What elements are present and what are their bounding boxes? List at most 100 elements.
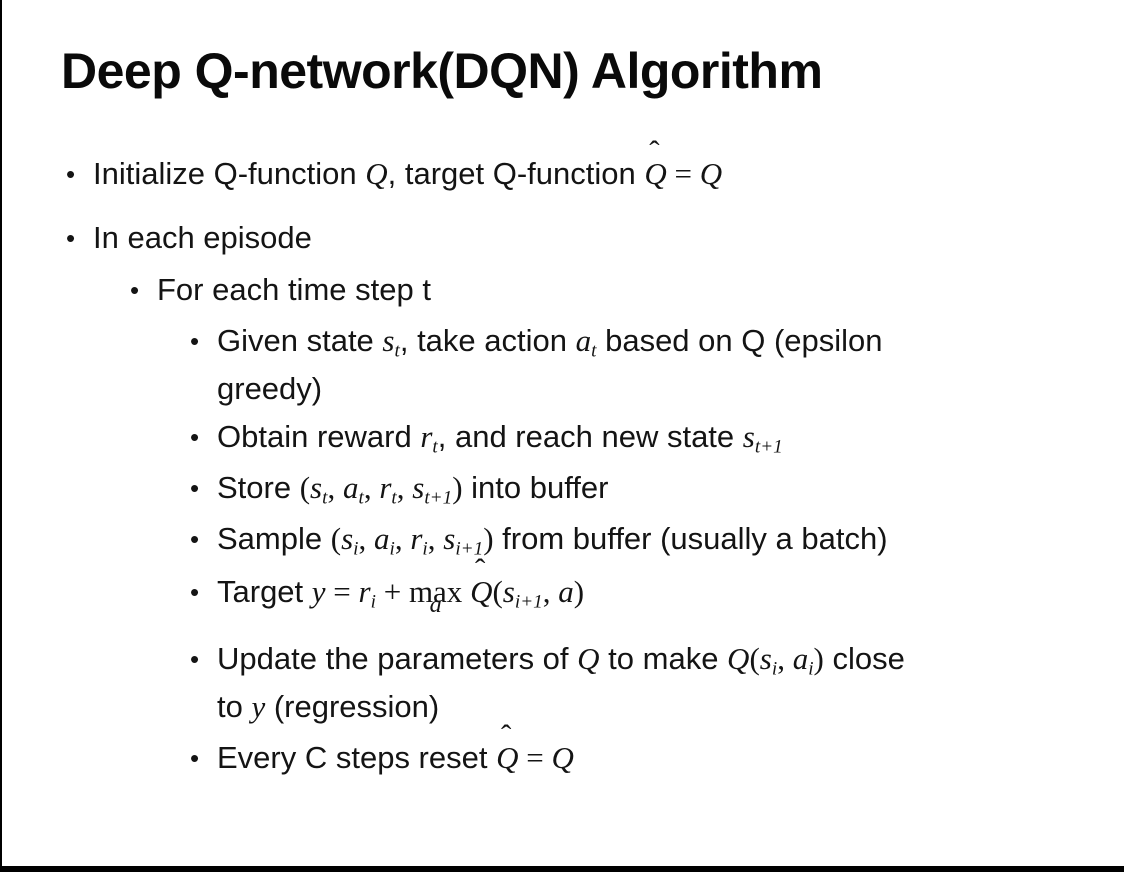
hat-accent: ˆ (649, 134, 660, 170)
text-segment: greedy) (217, 371, 323, 406)
math-segment: , (363, 470, 380, 505)
text-segment: to make (599, 641, 728, 676)
text-segment: based on Q (epsilon (596, 323, 883, 358)
math-segment: , (777, 641, 793, 676)
math-segment (462, 574, 470, 609)
math-segment: = (666, 156, 700, 191)
subscript: t+1 (424, 487, 453, 509)
math-segment: st (382, 323, 400, 362)
math-segment: st (310, 470, 328, 509)
math-segment: a (558, 574, 574, 609)
subscript: i (808, 658, 814, 680)
math-segment: + (375, 574, 409, 609)
bullet-text: Initialize Q-function Q, target Q-functi… (93, 134, 723, 198)
bullet-text: Sample (si, ai, ri, si+1) from buffer (u… (217, 515, 888, 563)
text-segment: Initialize Q-function (93, 156, 366, 191)
text-segment: Sample (217, 521, 331, 556)
bullet-item: • Sample (si, ai, ri, si+1) from buffer (… (0, 515, 1124, 563)
bullet-text: Update the parameters of Q to make Q(si,… (217, 635, 905, 731)
bullet-marker: • (190, 473, 200, 503)
bullet-marker: • (190, 326, 200, 356)
math-segment: , (394, 521, 411, 556)
bullet-text: Given state st, take action at based on … (217, 317, 883, 413)
math-segment: Q (699, 156, 723, 191)
math-segment: si+1 (443, 521, 484, 560)
math-segment: rt (420, 419, 438, 458)
subscript: t (391, 487, 397, 509)
math-segment: , (327, 470, 343, 505)
math-segment: ai (373, 521, 395, 560)
text-segment: Every C steps reset (217, 740, 497, 775)
math-segment: ) (483, 521, 494, 556)
text-segment: Store (217, 470, 300, 505)
text-segment: (regression) (265, 689, 440, 724)
subscript: t (322, 487, 328, 509)
text-segment: , and reach new state (437, 419, 743, 454)
math-segment: ( (749, 641, 760, 676)
bullet-marker: • (66, 159, 76, 189)
text-segment: Update the parameters of (217, 641, 578, 676)
math-segment: , (396, 470, 413, 505)
math-segment: st+1 (742, 419, 783, 458)
subscript: t (591, 340, 597, 362)
math-segment: si+1 (502, 574, 543, 613)
math-segment: = (518, 740, 552, 775)
subscript: i+1 (514, 591, 543, 613)
math-segment: Q (365, 156, 388, 191)
math-segment: Q (551, 740, 574, 775)
math-segment: si (341, 521, 359, 560)
text-segment: to (217, 689, 252, 724)
subscript: i (422, 538, 428, 560)
math-segment: ) (813, 641, 824, 676)
math-segment: , (427, 521, 444, 556)
math-segment: ) (573, 574, 585, 609)
math-segment: st+1 (412, 470, 453, 509)
subscript: t (358, 487, 364, 509)
math-segment: ri (410, 521, 428, 560)
subscript: i+1 (455, 538, 484, 560)
text-segment: Target (217, 574, 312, 609)
text-segment: Obtain reward (217, 419, 421, 454)
math-segment: ai (792, 641, 814, 680)
subscript: t+1 (754, 436, 783, 458)
hat-accent: ˆ (474, 552, 486, 588)
math-segment: y (311, 574, 326, 609)
subscript: i (389, 538, 395, 560)
math-segment: y (251, 689, 266, 724)
math-segment: at (342, 470, 364, 509)
math-segment: , (542, 574, 559, 609)
math-segment: si (759, 641, 778, 680)
bullet-text: Obtain reward rt, and reach new state st… (217, 413, 783, 461)
math-segment: , (358, 521, 374, 556)
text-segment: For each time step t (157, 272, 431, 307)
bullet-marker: • (190, 524, 200, 554)
math-segment: ) (452, 470, 463, 505)
subscript: t (394, 340, 400, 362)
text-segment: into buffer (462, 470, 609, 505)
text-segment: from buffer (usually a batch) (493, 521, 888, 556)
bullet-list: • Initialize Q-function Q, target Q-funct… (0, 134, 1124, 782)
bottom-edge-bar (0, 866, 1124, 872)
math-segment: = (325, 574, 359, 609)
hat-accent: ˆ (501, 718, 512, 754)
math-segment: ( (299, 470, 311, 505)
text-segment: close (823, 641, 905, 676)
bullet-text: For each time step t (157, 266, 431, 314)
math-segment: ( (330, 521, 342, 556)
slide-title: Deep Q-network(DQN) Algorithm (61, 43, 823, 99)
bullet-marker: • (190, 422, 200, 452)
bullet-item: •Store (st, at, rt, st+1) into buffer (0, 464, 1124, 512)
bullet-marker: • (130, 275, 140, 305)
subscript: t (432, 436, 438, 458)
left-edge-line (0, 0, 2, 872)
bullet-item: • Obtain reward rt, and reach new state s… (0, 413, 1124, 461)
